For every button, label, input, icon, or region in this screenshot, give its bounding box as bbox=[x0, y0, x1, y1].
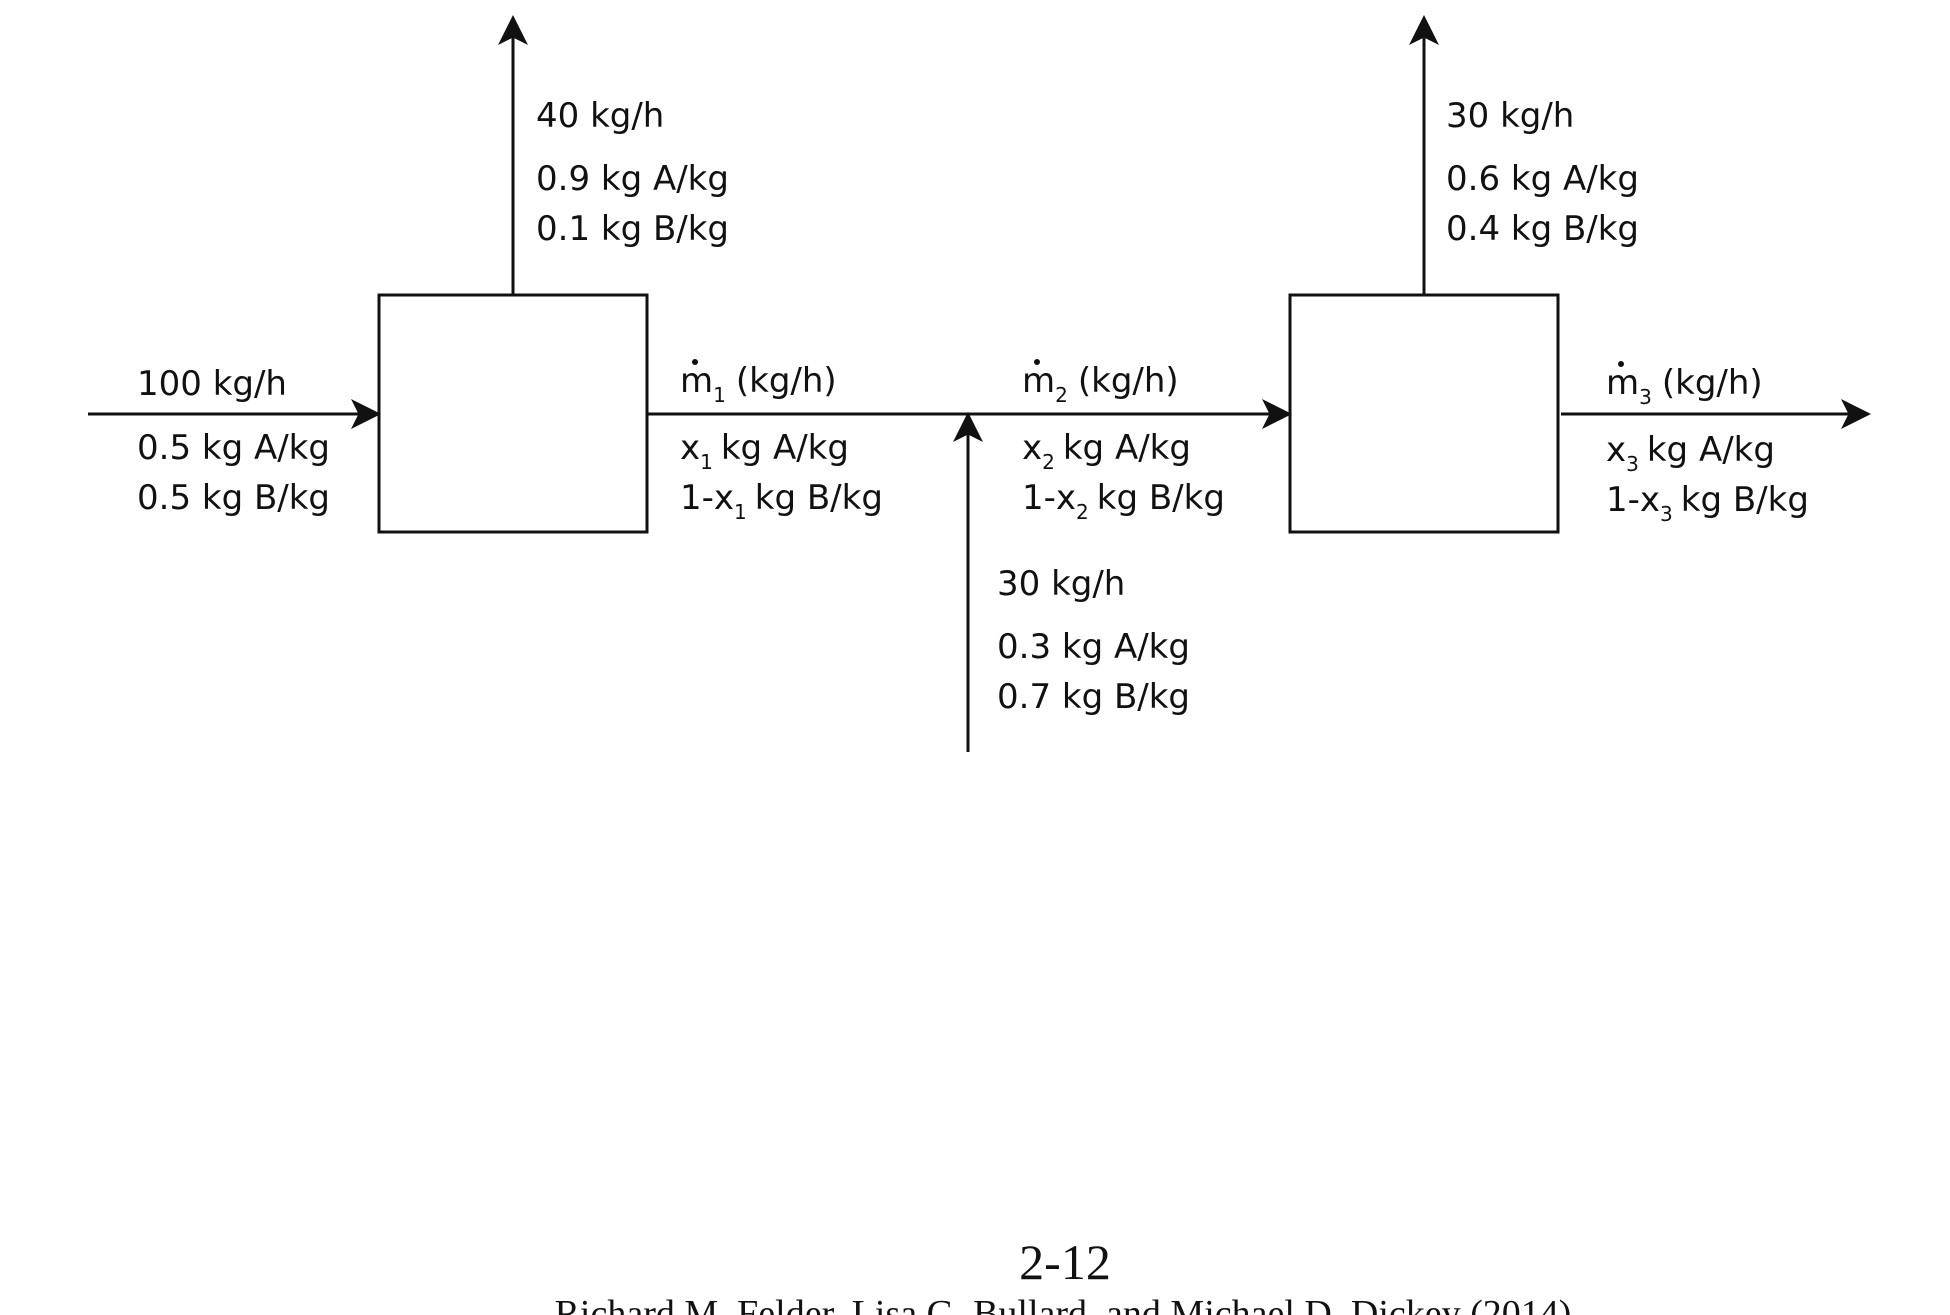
stream-2-subscript: 2 bbox=[1055, 383, 1068, 407]
feed-a-label: 0.5 kg A/kg bbox=[137, 428, 330, 468]
top-left-outlet-a-label: 0.9 kg A/kg bbox=[536, 159, 729, 199]
side-feed-rate-label: 30 kg/h bbox=[997, 564, 1125, 604]
stream-3-rate-label: m3 (kg/h) bbox=[1606, 361, 1763, 409]
feed-rate-label: 100 kg/h bbox=[137, 364, 287, 404]
feed-b-label: 0.5 kg B/kg bbox=[137, 478, 330, 518]
stream-3-unit: (kg/h) bbox=[1662, 363, 1763, 403]
stream-2-symbol: m bbox=[1022, 361, 1055, 401]
stream-2-unit: (kg/h) bbox=[1078, 361, 1179, 401]
stream-3-symbol: m bbox=[1606, 363, 1639, 403]
stream-2-dot-mark bbox=[1034, 359, 1040, 365]
stream-1-subscript: 1 bbox=[713, 383, 726, 407]
page-number: 2-12 bbox=[1019, 1234, 1111, 1290]
credit-line: Richard M. Felder, Lisa G. Bullard, and … bbox=[555, 1293, 1572, 1315]
svg-text:m1(kg/h): m1 (kg/h) bbox=[680, 361, 837, 407]
stream-3-subscript: 3 bbox=[1639, 385, 1652, 409]
top-right-outlet-b-label: 0.4 kg B/kg bbox=[1446, 209, 1639, 249]
side-feed-a-label: 0.3 kg A/kg bbox=[997, 627, 1190, 667]
unit-2-box bbox=[1288, 293, 1560, 534]
stream-1-rate-label: m1 (kg/h) bbox=[680, 359, 837, 407]
stream-1-symbol: m bbox=[680, 361, 713, 401]
unit-1-box bbox=[377, 293, 649, 534]
stream-3-dot-mark bbox=[1618, 361, 1624, 367]
side-feed-b-label: 0.7 kg B/kg bbox=[997, 677, 1190, 717]
svg-text:m3(kg/h): m3 (kg/h) bbox=[1606, 363, 1763, 409]
top-right-outlet-a-label: 0.6 kg A/kg bbox=[1446, 159, 1639, 199]
top-left-outlet-rate-label: 40 kg/h bbox=[536, 96, 664, 136]
top-left-outlet-b-label: 0.1 kg B/kg bbox=[536, 209, 729, 249]
svg-text:m2(kg/h): m2 (kg/h) bbox=[1022, 361, 1179, 407]
stream-2-rate-label: m2 (kg/h) bbox=[1022, 359, 1179, 407]
stream-1-unit: (kg/h) bbox=[736, 361, 837, 401]
top-right-outlet-rate-label: 30 kg/h bbox=[1446, 96, 1574, 136]
stream-1-dot-mark bbox=[692, 359, 698, 365]
